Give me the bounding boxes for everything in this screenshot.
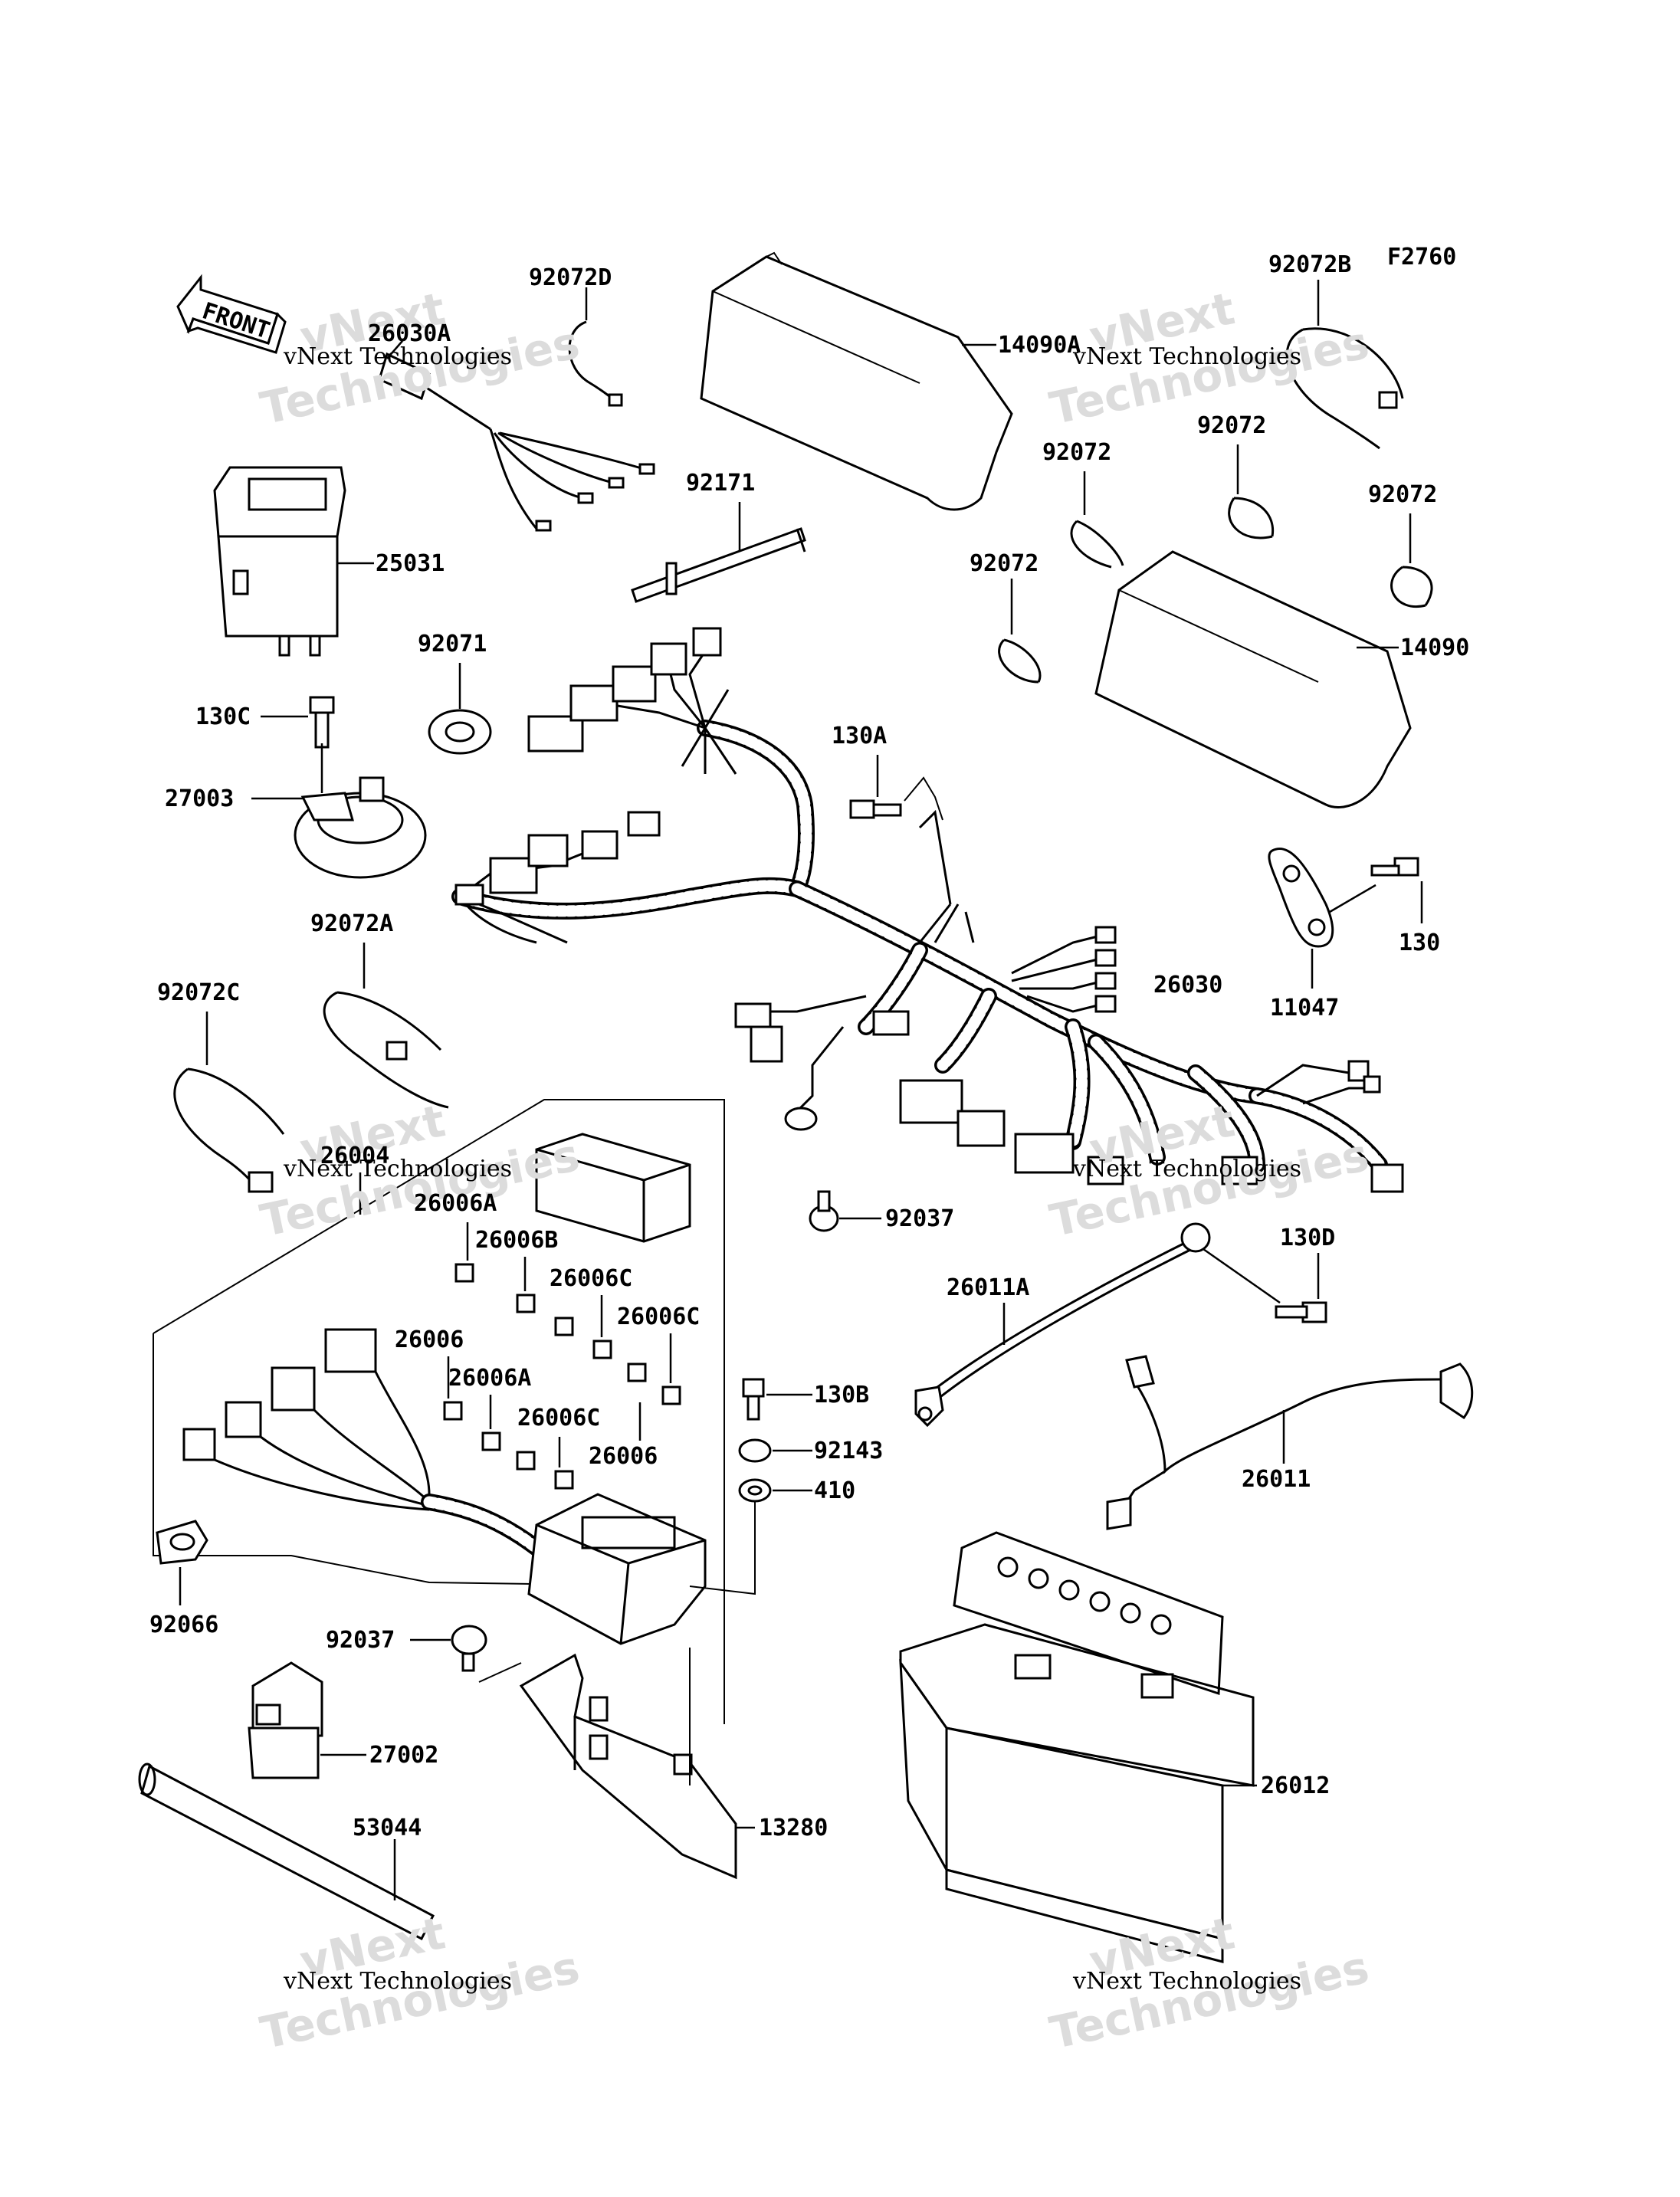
clip-92037-upper: [809, 1190, 839, 1232]
fuse-26006a: [454, 1263, 474, 1283]
label-410: 410: [814, 1477, 855, 1504]
label-26030a: 26030A: [368, 320, 451, 347]
label-25031: 25031: [376, 550, 445, 577]
label-26030: 26030: [1153, 972, 1222, 998]
label-26006-upper: 26006: [395, 1326, 464, 1353]
label-13280: 13280: [759, 1815, 828, 1841]
label-14090: 14090: [1400, 635, 1469, 661]
label-92143: 92143: [814, 1438, 883, 1464]
clamp-92072-upper-left: [1070, 520, 1124, 569]
svg-text:vNext Technologies: vNext Technologies: [1072, 343, 1301, 370]
label-27002: 27002: [369, 1742, 438, 1769]
label-130: 130: [1399, 930, 1440, 956]
label-92071: 92071: [418, 631, 487, 657]
fuse-box-26004: [153, 1099, 725, 1724]
horn-27003: [294, 776, 427, 879]
svg-text:vNext Technologies: vNext Technologies: [283, 1156, 512, 1182]
label-92066: 92066: [149, 1612, 218, 1638]
tube-53044: [138, 1763, 435, 1941]
svg-text:vNext Technologies: vNext Technologies: [1072, 1968, 1301, 1995]
front-arrow-icon: FRONT: [176, 274, 287, 354]
cable-26011: [1106, 1355, 1474, 1530]
label-130a: 130A: [832, 723, 887, 749]
label-26006a-upper: 26006A: [414, 1190, 497, 1217]
fuse-26006b: [516, 1294, 536, 1313]
label-92072d: 92072D: [529, 264, 612, 291]
label-92072-b: 92072: [1197, 412, 1266, 439]
bolt-130d: [1275, 1301, 1327, 1323]
label-26006-lower: 26006: [589, 1443, 658, 1470]
strap-92072a: [323, 991, 449, 1109]
label-92072a: 92072A: [310, 910, 393, 937]
cable-26011a: [914, 1222, 1211, 1428]
plate-11047: [1268, 848, 1334, 948]
relay-27002: [248, 1661, 323, 1779]
bolt-130: [1370, 857, 1419, 877]
clamp-92072-far-right: [1390, 566, 1433, 608]
bracket-92171: [631, 527, 806, 603]
hour-meter-25031: [213, 466, 346, 657]
bolt-130b: [742, 1378, 765, 1421]
label-11047: 11047: [1270, 995, 1339, 1021]
part-labels: 92072D 26030A 14090A 92072B 92072 92072 …: [149, 251, 1469, 1841]
grommet-92071: [428, 709, 492, 755]
clip-92037-lower: [451, 1625, 487, 1672]
rubber-92066: [156, 1520, 208, 1565]
label-26006c-lower: 26006C: [517, 1405, 600, 1431]
clamp-92072-upper-right: [1228, 497, 1275, 539]
label-92072b: 92072B: [1268, 251, 1351, 278]
label-130c: 130C: [195, 703, 251, 730]
label-26006c-right: 26006C: [617, 1303, 700, 1330]
fuse-26006c: [592, 1340, 612, 1359]
label-26011a: 26011A: [947, 1274, 1029, 1301]
label-92037-upper: 92037: [885, 1205, 954, 1232]
label-26011: 26011: [1242, 1466, 1311, 1493]
label-92072-c: 92072: [1368, 481, 1437, 508]
clamp-92072-lower: [998, 638, 1042, 684]
cover-14090a: [700, 251, 1013, 511]
label-53044: 53044: [353, 1815, 422, 1841]
label-26006b: 26006B: [475, 1227, 558, 1254]
label-92171: 92171: [686, 470, 755, 497]
washer-410: [738, 1478, 772, 1503]
label-26004: 26004: [320, 1143, 389, 1169]
clamp-92072b: [1285, 327, 1404, 450]
label-26006c-upper: 26006C: [550, 1265, 632, 1292]
battery-26012: [899, 1531, 1255, 1963]
figure-code: F2760: [1387, 244, 1456, 271]
label-26012: 26012: [1261, 1772, 1330, 1799]
svg-text:vNext Technologies: vNext Technologies: [283, 343, 512, 370]
bracket-13280: [519, 1653, 737, 1880]
label-92072c: 92072C: [157, 979, 240, 1006]
clamp-92072d: [568, 320, 623, 407]
bolt-130c: [309, 696, 335, 749]
svg-text:vNext Technologies: vNext Technologies: [283, 1968, 512, 1995]
cover-14090: [1094, 550, 1412, 808]
washer-92143: [738, 1438, 772, 1463]
strap-92072c: [173, 1067, 285, 1193]
svg-text:vNext Technologies: vNext Technologies: [1072, 1156, 1301, 1182]
label-130d: 130D: [1280, 1225, 1335, 1251]
label-92037-lower: 92037: [326, 1627, 395, 1654]
label-26006a-lower: 26006A: [448, 1365, 531, 1392]
label-130b: 130B: [814, 1382, 869, 1408]
label-92072-a: 92072: [1042, 439, 1111, 466]
sub-harness-26030a: [378, 352, 655, 532]
label-92072-d: 92072: [970, 550, 1039, 577]
bolt-130a: [849, 799, 902, 819]
label-27003: 27003: [165, 785, 234, 812]
main-harness-26030: [451, 627, 1404, 1193]
label-14090a: 14090A: [998, 332, 1081, 359]
fuse-26006: [443, 1401, 463, 1421]
